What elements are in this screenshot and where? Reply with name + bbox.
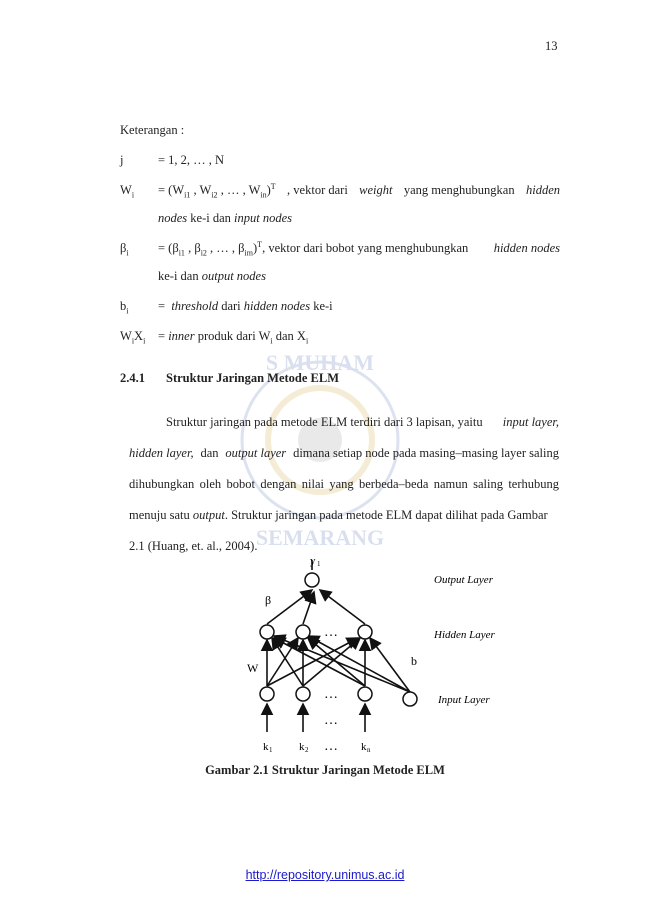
def-bi-text: = threshold dari hidden nodes ke-i [158,299,333,313]
def-beta-symbol: βi [120,241,129,258]
university-seal-watermark: S MUHAM SEMARANG [240,350,400,550]
input-layer-label: Input Layer [437,694,490,706]
svg-text:1: 1 [317,560,321,568]
output-y-label: y [310,555,316,567]
keterangan-label: Keterangan : [120,123,185,137]
paragraph-line-4: menuju satu output. Struktur jaringan pa… [129,508,548,522]
k-dots: … [324,739,338,754]
def-j-symbol: j [120,153,124,167]
elm-network-figure: y 1 β W b … … … … k 1 k 2 k n Output Lay… [247,555,496,754]
svg-text:2: 2 [305,746,309,754]
bias-label: b [411,654,417,668]
page-number: 13 [545,39,558,53]
svg-text:k: k [263,741,269,753]
def-wixi-symbol: WiXi [120,329,146,346]
output-layer-label: Output Layer [434,574,494,586]
def-j-text: = 1, 2, … , N [158,153,225,167]
w-label: W [247,661,259,675]
hidden-layer-label: Hidden Layer [433,629,496,641]
def-beta-line2: ke-i dan output nodes [158,269,266,283]
def-wi-line1: = (Wi1 , Wi2 , … , Win)T , vektor dari w… [158,181,560,200]
def-beta-line1: = (βi1 , βi2 , … , βim)T, vektor dari bo… [158,239,560,258]
repository-link[interactable]: http://repository.unimus.ac.id [245,868,405,882]
middle-dots: … [324,713,338,728]
input-dots: … [324,687,338,702]
paragraph-line-1: Struktur jaringan pada metode ELM terdir… [166,415,559,429]
figure-caption: Gambar 2.1 Struktur Jaringan Metode ELM [205,763,445,777]
svg-text:S MUHAM: S MUHAM [266,350,374,375]
svg-text:k: k [361,741,367,753]
def-bi-symbol: bi [120,299,129,316]
def-wixi-text: = inner produk dari Wi dan Xi [158,329,309,346]
svg-text:n: n [367,746,371,754]
paragraph-line-3: dihubungkan oleh bobot dengan nilai yang… [129,477,559,491]
beta-label: β [265,593,271,607]
section-number: 2.4.1 [120,371,145,385]
section-title: Struktur Jaringan Metode ELM [166,371,340,385]
svg-text:SEMARANG: SEMARANG [256,525,384,550]
def-wi-line2: nodes ke-i dan input nodes [158,211,293,225]
def-wi-symbol: Wi [120,183,135,200]
hidden-dots: … [324,625,338,640]
paragraph-line-5: 2.1 (Huang, et. al., 2004). [129,539,258,553]
svg-text:k: k [299,741,305,753]
svg-text:1: 1 [269,746,273,754]
